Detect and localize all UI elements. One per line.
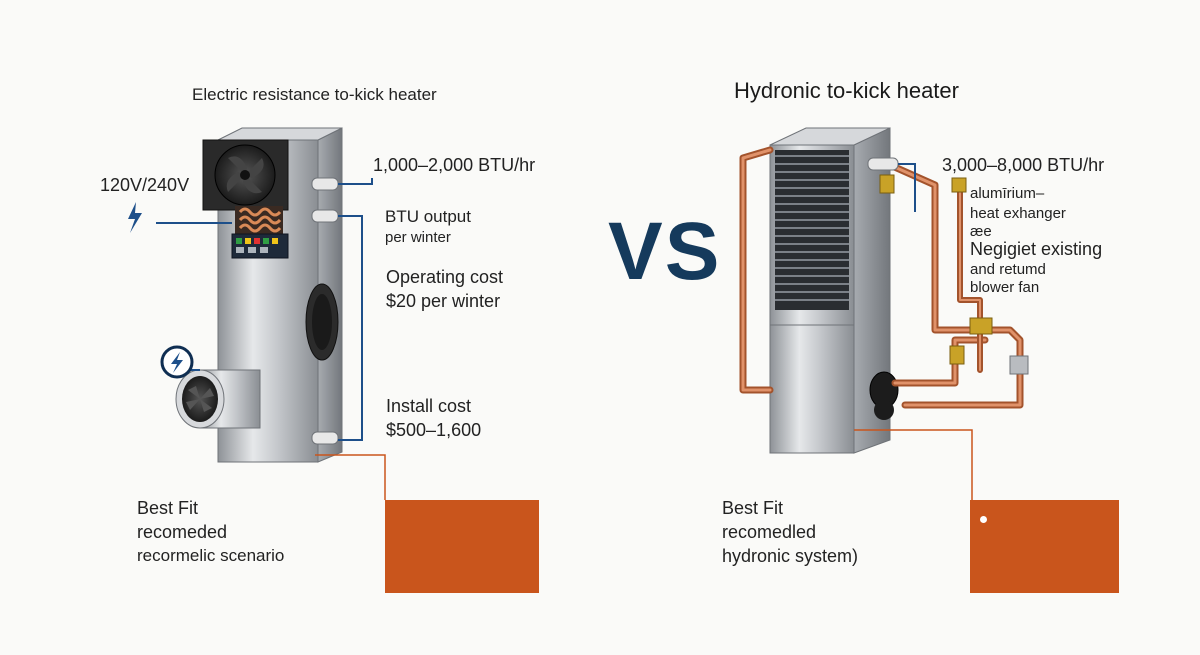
right-best-fit-line3: hydronic system)	[722, 546, 859, 566]
operating-cost-value: $20 per winter	[386, 291, 501, 311]
install-cost-value: $500–1,600	[386, 420, 482, 440]
control-panel-icon	[231, 233, 289, 259]
fan-icon	[202, 139, 289, 211]
right-btu-range: 3,000–8,000 BTU/hr	[942, 155, 1105, 175]
lightning-bolt-icon	[128, 202, 142, 233]
note-line-3: æe	[970, 223, 992, 240]
note-line-5: and retumd	[970, 261, 1046, 278]
left-best-fit-line2: recomeded	[137, 522, 228, 542]
install-cost-label: Install cost	[386, 396, 472, 416]
right-accent-block	[970, 500, 1119, 593]
right-best-fit-title: Best Fit	[722, 498, 784, 518]
copper-pipes	[739, 146, 1024, 409]
lightning-bolt-icon	[160, 345, 194, 379]
btu-output-sub: per winter	[385, 229, 451, 246]
copper-coil-icon	[235, 206, 283, 234]
left-best-fit-title: Best Fit	[137, 498, 199, 518]
right-title: Hydronic to-kick heater	[734, 78, 959, 103]
left-title: Electric resistance to-kick heater	[192, 85, 437, 104]
left-best-fit-line3: recormelic scenario	[137, 546, 285, 565]
vs-label: VS	[608, 206, 722, 297]
valve-icon	[879, 174, 1029, 375]
dot-marker	[980, 516, 987, 523]
note-line-2: heat exhanger	[970, 205, 1066, 222]
note-line-6: blower fan	[970, 279, 1040, 296]
right-best-fit-line2: recomedled	[722, 522, 817, 542]
note-line-1: alumīrium–	[970, 185, 1045, 202]
electric-heater-unit	[175, 127, 343, 463]
btu-output-label: BTU output	[385, 207, 471, 226]
left-accent-block	[385, 500, 539, 593]
note-line-4: Negigiet existing	[970, 239, 1103, 259]
hydronic-heater-unit	[769, 127, 899, 454]
heat-exchanger-fins	[775, 150, 849, 310]
voltage-label: 120V/240V	[100, 175, 190, 195]
operating-cost-label: Operating cost	[386, 267, 504, 287]
left-btu-range: 1,000–2,000 BTU/hr	[373, 155, 536, 175]
